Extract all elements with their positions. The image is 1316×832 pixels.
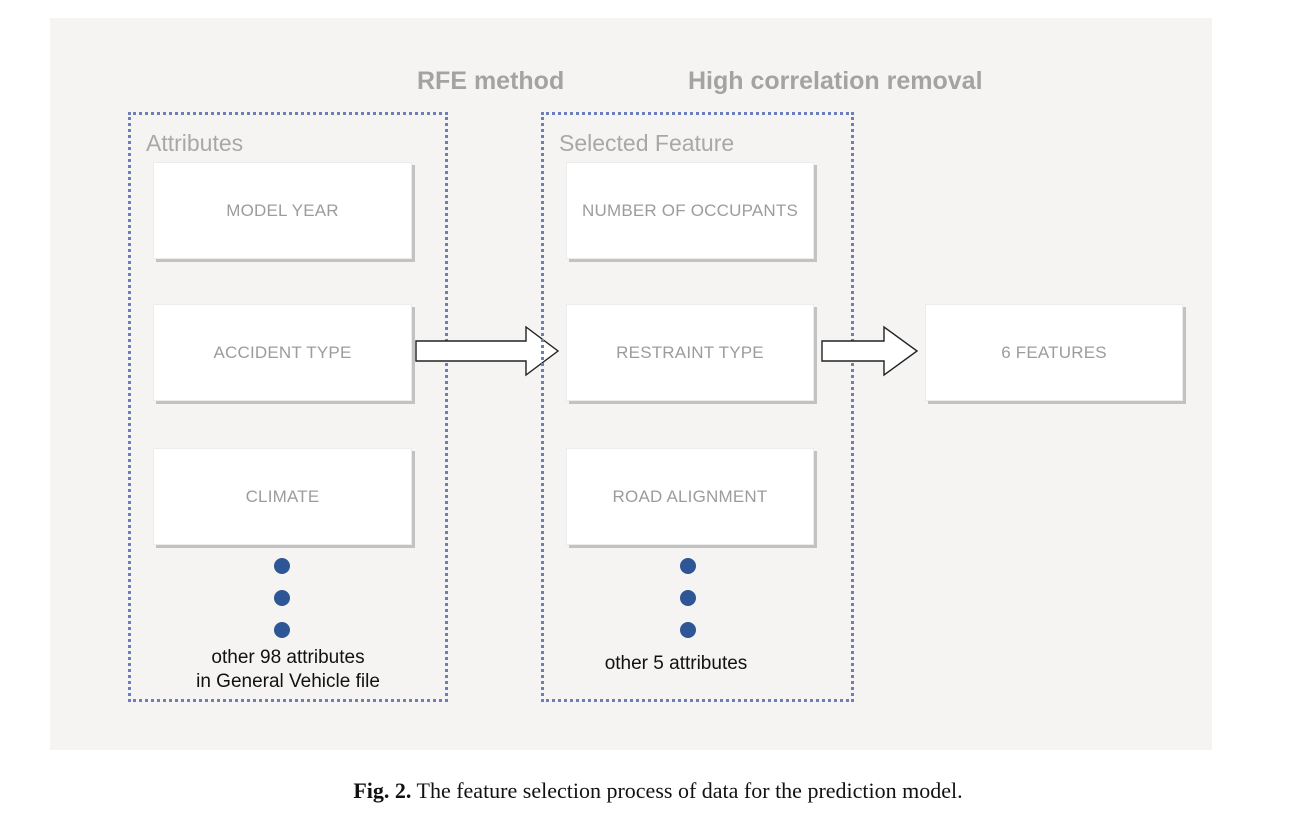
attribute-box-model-year: MODEL YEAR [153, 162, 412, 259]
attribute-box-accident-type: ACCIDENT TYPE [153, 304, 412, 401]
feature-box-number-of-occupants: NUMBER OF OCCUPANTS [566, 162, 814, 259]
attributes-note: other 98 attributes in General Vehicle f… [128, 646, 448, 694]
result-box-6-features: 6 FEATURES [925, 304, 1183, 401]
rfe-method-label: RFE method [417, 67, 565, 95]
feature-box-restraint-type: RESTRAINT TYPE [566, 304, 814, 401]
ellipsis-dot-icon [274, 622, 290, 638]
caption-text: The feature selection process of data fo… [416, 778, 963, 803]
ellipsis-dot-icon [680, 590, 696, 606]
attributes-group-title: Attributes [146, 130, 244, 156]
attributes-note-line2: in General Vehicle file [196, 671, 380, 692]
selected-feature-group [541, 112, 854, 702]
attributes-group [128, 112, 448, 702]
ellipsis-dot-icon [274, 590, 290, 606]
feature-box-road-alignment: ROAD ALIGNMENT [566, 448, 814, 545]
ellipsis-dot-icon [680, 622, 696, 638]
ellipsis-dot-icon [274, 558, 290, 574]
right-arrow-icon [415, 325, 560, 377]
attributes-note-line1: other 98 attributes [211, 647, 365, 668]
high-correlation-removal-label: High correlation removal [688, 67, 983, 95]
selected-feature-group-title: Selected Feature [559, 130, 735, 156]
right-arrow-icon [821, 325, 919, 377]
selected-feature-note: other 5 attributes [604, 653, 748, 674]
figure-caption: Fig. 2. The feature selection process of… [0, 778, 1316, 804]
caption-label: Fig. 2. [353, 778, 412, 803]
attribute-box-climate: CLIMATE [153, 448, 412, 545]
ellipsis-dot-icon [680, 558, 696, 574]
